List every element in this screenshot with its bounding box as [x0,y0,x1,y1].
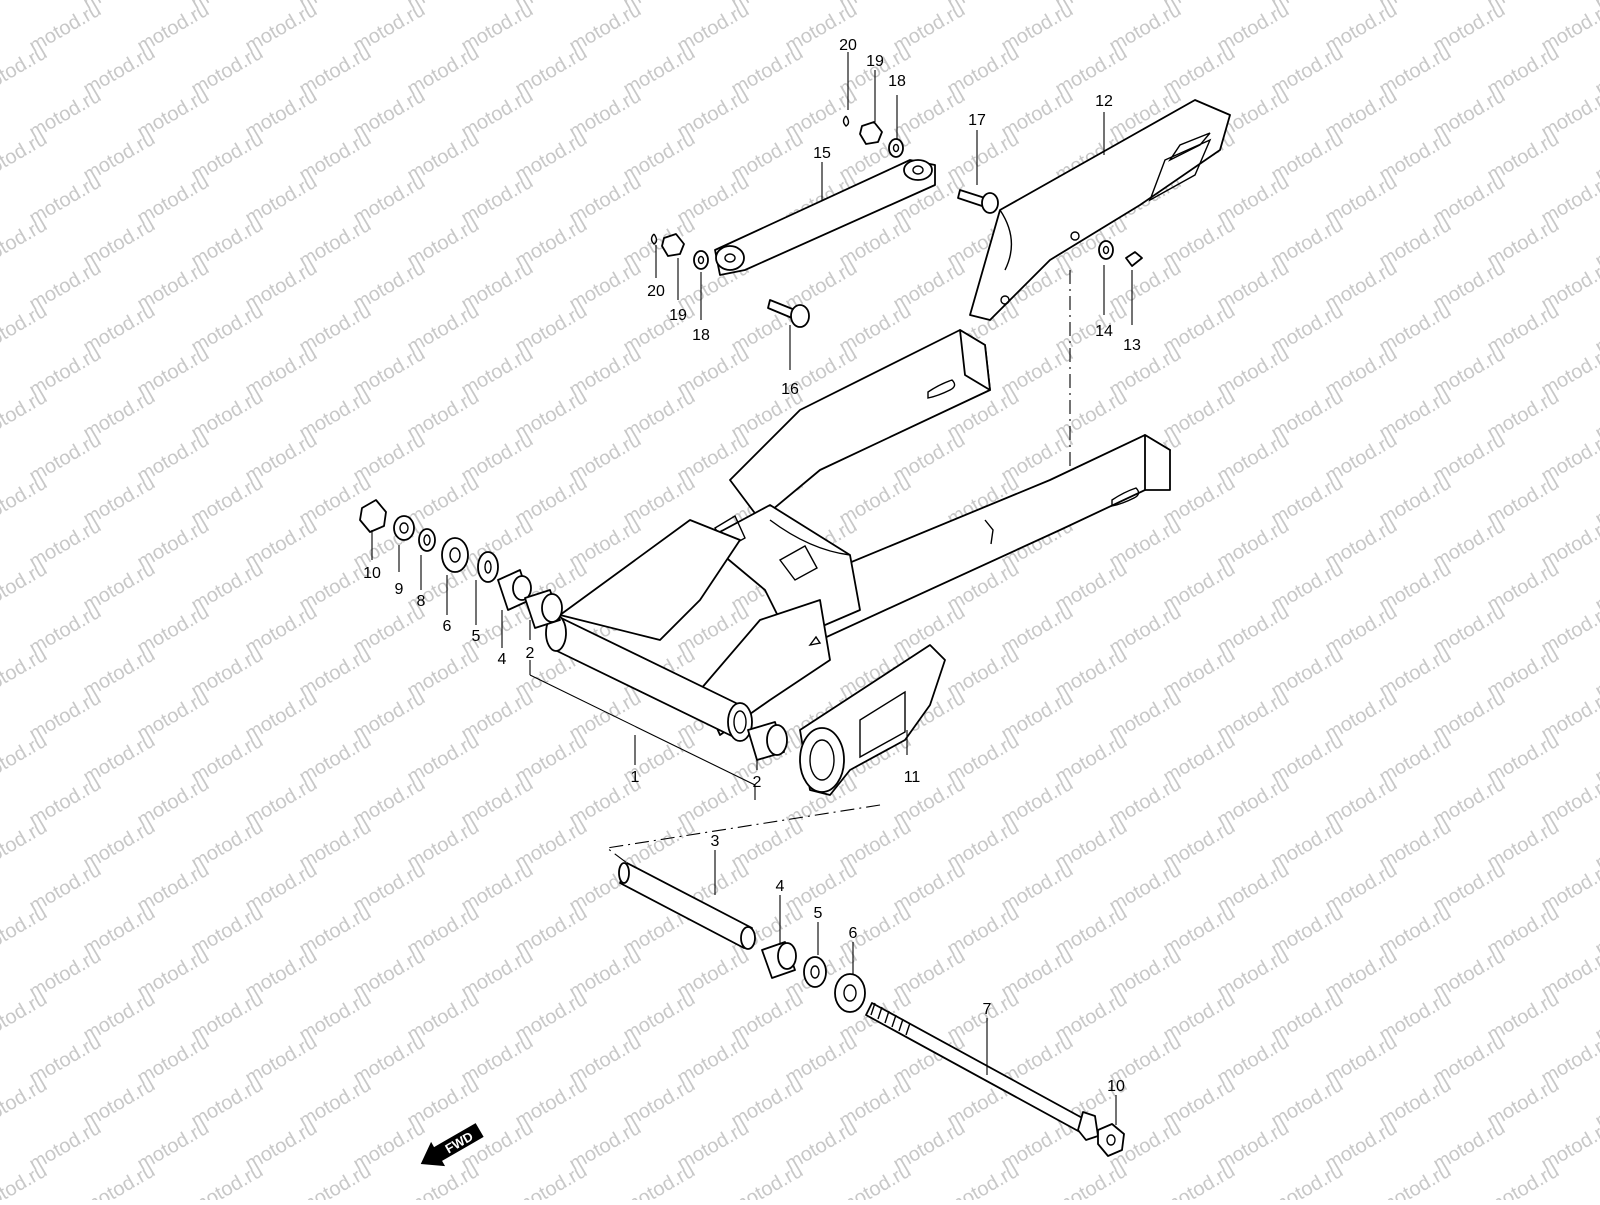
callout-2: 2 [753,774,762,791]
bolt-13 [1126,252,1142,266]
callout-18: 18 [888,73,906,90]
callout-15: 15 [813,145,831,162]
callout-6: 6 [443,618,452,635]
watermark-text: motod.ru [0,128,51,187]
watermark-text: motod.ru [0,558,51,617]
callout-2: 2 [526,645,535,662]
callout-18: 18 [692,327,710,344]
callout-17: 17 [968,112,986,129]
watermark-text: motod.ru [0,472,51,531]
callout-10: 10 [1107,1078,1125,1095]
nut-10b [1098,1124,1124,1156]
watermark-text: motod.ru [0,902,51,961]
watermark-text: motod.ru [0,42,51,101]
watermark-text: motod.ru [0,300,51,359]
callout-20: 20 [647,283,665,300]
watermark-text: motod.ru [0,730,51,789]
washer-5a [478,552,498,582]
watermark-text: motod.ru [0,1074,51,1133]
seal-6b [835,974,865,1012]
watermark-text: motod.ru [80,1160,159,1200]
seal-6a [442,538,468,572]
callout-4: 4 [498,651,507,668]
callout-19: 19 [866,53,884,70]
washer-18a [889,139,903,157]
watermark-text: motod.ru [944,1160,1023,1200]
watermark-text: motod.ru [1592,1160,1600,1200]
callout-4: 4 [776,878,785,895]
callout-6: 6 [849,925,858,942]
cotter-pin-20a [844,116,849,126]
washer-18b [694,251,708,269]
watermark-text: motod.ru [296,1160,375,1200]
callout-19: 19 [669,307,687,324]
callout-12: 12 [1095,93,1113,110]
watermark-text: motod.ru [0,386,51,445]
watermark-text: motod.ru [0,1160,51,1200]
nut-10a [360,500,386,532]
callout-13: 13 [1123,337,1141,354]
watermark-text: motod.ru [1268,1160,1347,1200]
callout-9: 9 [395,581,404,598]
watermark-text: motod.ru [1052,1160,1131,1200]
watermark-text: motod.ru [0,816,51,875]
washer-14 [1099,241,1113,259]
bushing-4b [762,942,796,978]
washer-8 [419,529,435,551]
watermark-text: motod.ru [1160,1160,1239,1200]
callout-8: 8 [417,593,426,610]
watermark-text: motod.ru [728,1160,807,1200]
callout-3: 3 [711,833,720,850]
watermark-text: motod.ru [0,644,51,703]
watermark-text: motod.ru [0,214,51,273]
watermark-text: motod.ru [1376,1160,1455,1200]
bolt-17 [958,190,998,213]
watermark-text: motod.ru [0,988,51,1047]
watermark-text: motod.ru [1484,1160,1563,1200]
callout-14: 14 [1095,323,1113,340]
callout-5: 5 [472,628,481,645]
spacer-9 [394,516,414,540]
callout-16: 16 [781,381,799,398]
watermark-text: motod.ru [0,0,51,14]
washer-5b [804,957,826,987]
callout-5: 5 [814,905,823,922]
watermark-text: motod.ru [512,1160,591,1200]
callout-1: 1 [631,769,640,786]
watermark-text: motod.ru [188,1160,267,1200]
watermark-text: motod.ru [620,1160,699,1200]
nut-19a [860,122,882,144]
watermark-text: motod.ru [836,1160,915,1200]
callout-11: 11 [904,769,921,786]
callout-7: 7 [983,1001,992,1018]
callout-20: 20 [839,37,857,54]
callout-10: 10 [363,565,381,582]
